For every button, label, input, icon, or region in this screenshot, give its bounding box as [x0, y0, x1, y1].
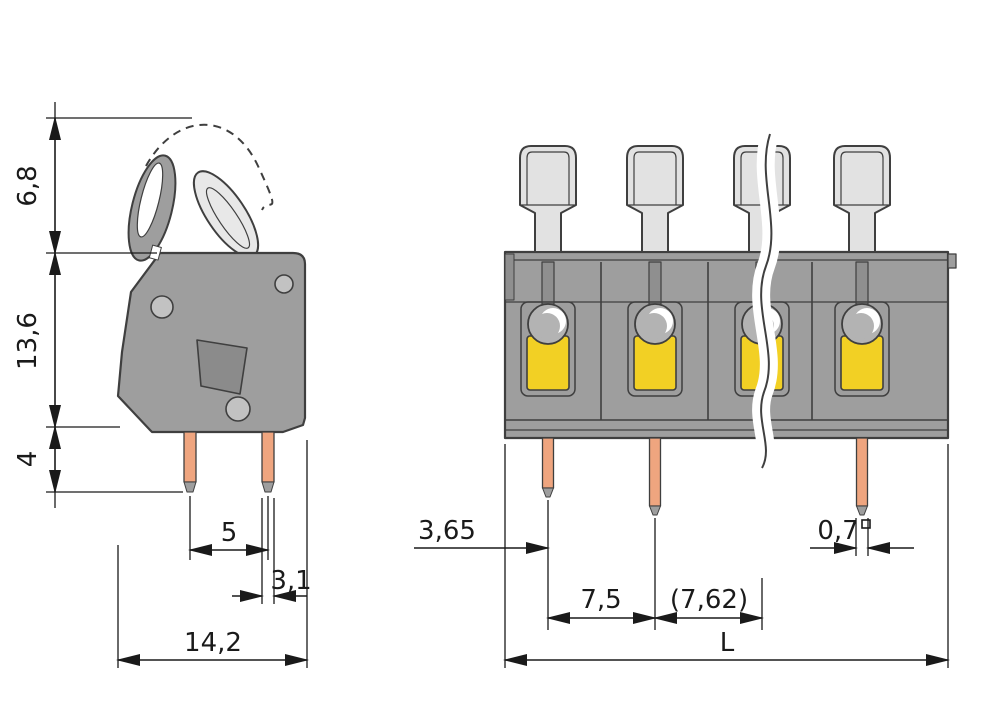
- dimensions: 6,8 13,6 4 5 3,1: [13, 102, 950, 668]
- solder-pin-4-tip: [856, 505, 868, 516]
- dim-pitch-75: 7,5: [546, 500, 657, 630]
- solder-pin-side-left: [183, 431, 197, 483]
- dim-label-overall-depth: 14,2: [184, 628, 242, 658]
- solder-pin-2-tip: [649, 505, 661, 516]
- dim-pin-width: 3,1: [232, 498, 312, 604]
- dim-pin-pitch: 5: [188, 496, 270, 560]
- lever-left-slot: [136, 162, 164, 238]
- dim-label-lever-height: 6,8: [13, 165, 43, 206]
- dim-pitch-762: (7,62): [653, 578, 764, 630]
- dim-label-edge-offset: 3,65: [418, 516, 476, 546]
- housing-cavity: [196, 339, 248, 395]
- housing-hole-upper: [150, 295, 174, 319]
- dim-label-pin-length: 4: [13, 451, 43, 468]
- square-millimeter-icon: [861, 519, 871, 529]
- housing-hole-lower: [225, 396, 251, 422]
- solder-pin-side-right-tip: [261, 481, 275, 493]
- dim-edge-offset: 3,65: [414, 516, 550, 554]
- dim-pin-cross-section: 0,7: [810, 516, 914, 556]
- dim-overall-length: L: [503, 444, 950, 668]
- dim-pin-length: 4: [13, 425, 183, 508]
- dim-label-body-height: 13,6: [13, 312, 43, 370]
- solder-pin-1: [541, 437, 555, 489]
- solder-pin-1-tip: [542, 487, 554, 498]
- housing-hole-right: [274, 274, 294, 294]
- lever-right-slot: [205, 187, 251, 249]
- solder-pin-2: [648, 437, 662, 507]
- end-plate-step: [504, 253, 515, 301]
- solder-pin-4: [855, 437, 869, 507]
- dim-lever-height: 6,8: [13, 102, 192, 255]
- solder-pin-side-left-tip: [183, 481, 197, 493]
- side-tab: [947, 253, 957, 269]
- break-line: [760, 133, 773, 469]
- solder-pin-side-right: [261, 431, 275, 483]
- dim-label-pin-pitch: 5: [221, 518, 238, 548]
- dim-label-pitch-alt: (7,62): [670, 585, 748, 615]
- lever-right: [192, 170, 260, 258]
- dim-label-overall-length: L: [720, 628, 735, 658]
- dim-body-height: 13,6: [13, 251, 157, 429]
- dim-label-pin-width: 3,1: [270, 566, 311, 596]
- side-view: [116, 123, 307, 493]
- dim-overall-depth: 14,2: [116, 440, 309, 668]
- dim-label-pitch: 7,5: [580, 585, 621, 615]
- lever-motion-arc: [145, 123, 274, 211]
- dim-label-pin-cross-section: 0,7: [817, 516, 858, 546]
- front-view: [503, 131, 957, 516]
